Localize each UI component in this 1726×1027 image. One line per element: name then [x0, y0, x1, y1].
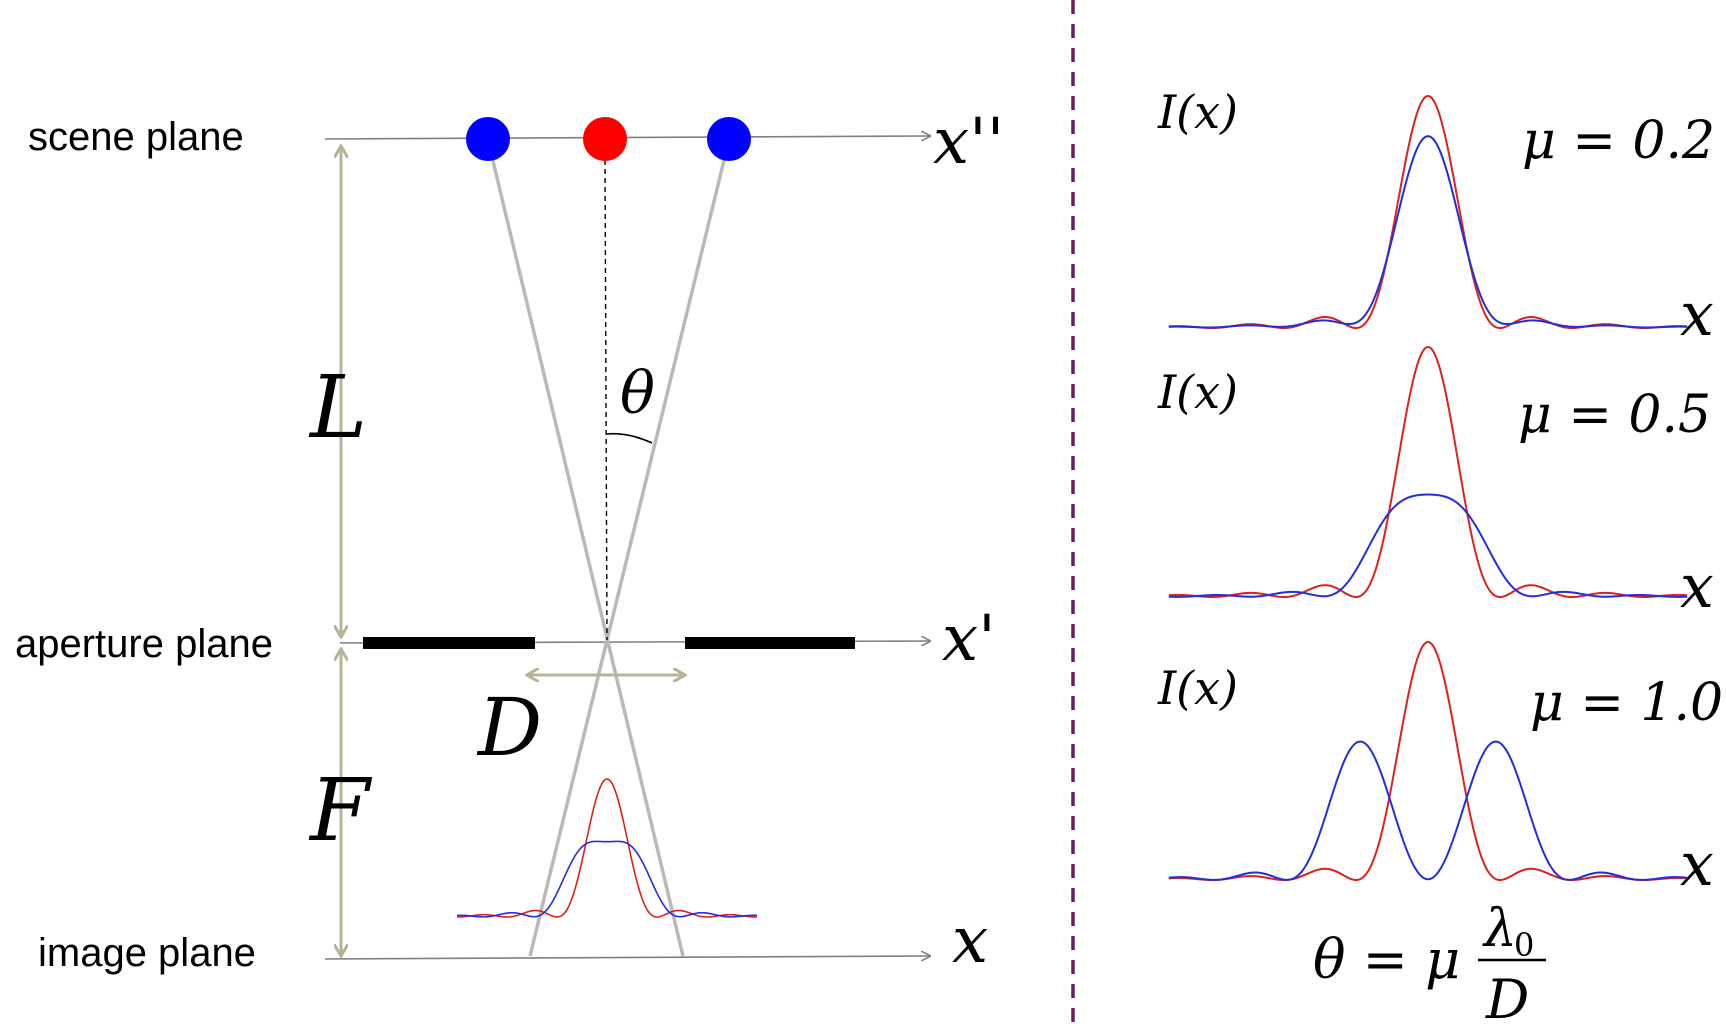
resolution-formula: θ = μ λ 0 D — [1313, 899, 1546, 1027]
panel-2-blue-curve — [1168, 493, 1688, 598]
aperture-stop-right — [685, 637, 855, 649]
scene-plane-axis — [324, 136, 930, 139]
panel-3-red-curve — [1168, 640, 1688, 882]
panel-3-xlabel: x — [1680, 830, 1714, 900]
formula-denominator: D — [1485, 968, 1529, 1027]
image-axis-label: x — [952, 904, 988, 978]
aperture-stop-left — [363, 637, 535, 649]
panel-2-xlabel: x — [1680, 552, 1714, 622]
scene-point-center — [583, 117, 627, 161]
panel-2: I(x) μ = 0.5 x — [1157, 345, 1714, 622]
image-plane-axis — [324, 956, 930, 959]
scene-plane-label: scene plane — [28, 115, 244, 159]
image-red-curve — [457, 778, 757, 918]
formula-lhs: θ = μ — [1313, 928, 1460, 991]
scene-point-right — [707, 117, 751, 161]
left-diagram: scene plane aperture plane image plane x… — [15, 105, 1004, 978]
panel-3-mu-label: μ = 1.0 — [1530, 673, 1723, 733]
F-label: F — [308, 761, 373, 861]
panel-3-ylabel: I(x) — [1157, 661, 1238, 715]
image-blue-curve — [456, 840, 758, 918]
panel-1-mu-label: μ = 0.2 — [1522, 111, 1715, 171]
theta-angle-arc — [606, 432, 653, 444]
scene-point-left — [466, 117, 510, 161]
panel-1-ylabel: I(x) — [1157, 85, 1238, 139]
panel-2-curves — [1168, 345, 1688, 599]
ray-right-point — [528, 139, 731, 957]
panel-2-ylabel: I(x) — [1157, 365, 1238, 419]
panel-1-xlabel: x — [1680, 280, 1714, 350]
formula-numerator: λ — [1482, 899, 1517, 959]
panel-3-curves — [1168, 640, 1688, 882]
optical-axis-dashed — [604, 159, 608, 641]
panel-1-red-curve — [1168, 94, 1688, 330]
image-plane-intensity-curves — [456, 778, 758, 918]
panel-2-mu-label: μ = 0.5 — [1518, 385, 1711, 445]
aperture-plane-label: aperture plane — [15, 622, 273, 666]
right-panels: I(x) μ = 0.2 x I(x) μ = 0.5 x I(x) μ = 1… — [1157, 85, 1723, 1027]
panel-3: I(x) μ = 1.0 x — [1157, 640, 1723, 900]
L-label: L — [308, 358, 367, 458]
panel-1: I(x) μ = 0.2 x — [1157, 85, 1715, 350]
panel-1-curves — [1168, 94, 1688, 330]
scene-axis-label: x'' — [933, 105, 1004, 179]
aperture-axis-label: x' — [942, 602, 996, 676]
theta-label: θ — [620, 359, 655, 427]
panel-2-red-curve — [1168, 345, 1688, 599]
ray-left-point — [486, 139, 685, 957]
image-plane-label: image plane — [38, 931, 256, 975]
panel-3-blue-curve — [1168, 740, 1688, 881]
formula-numerator-subscript: 0 — [1514, 926, 1534, 964]
D-label: D — [476, 681, 542, 774]
panel-1-blue-curve — [1168, 135, 1688, 329]
